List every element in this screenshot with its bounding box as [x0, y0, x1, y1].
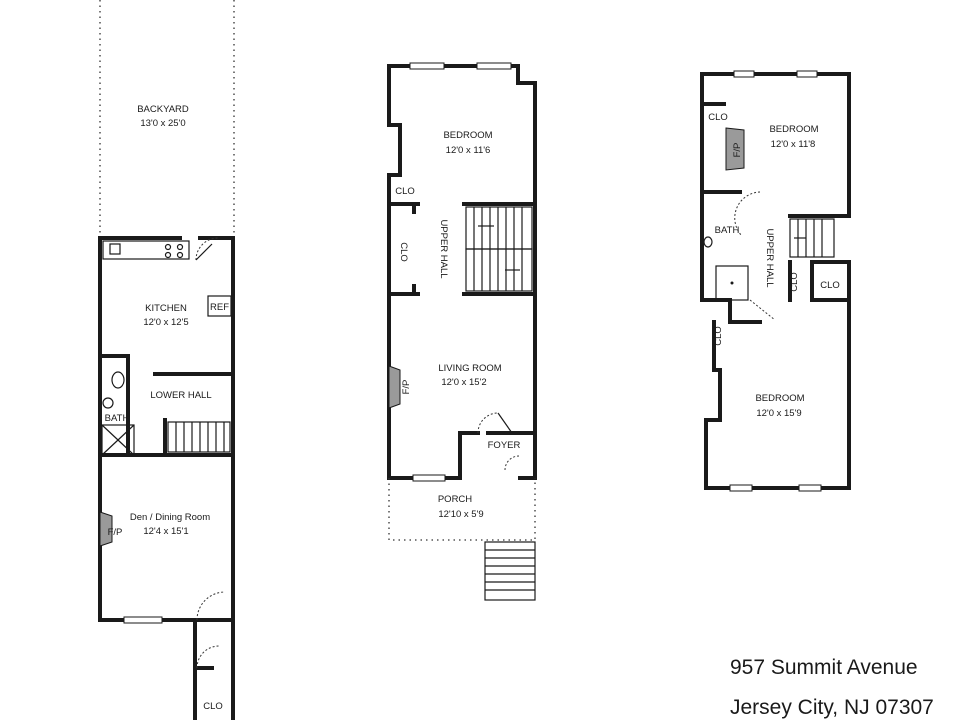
foyer-door-swing	[477, 412, 499, 434]
up-clo-mid-label: CLO	[789, 272, 800, 292]
toilet-icon	[111, 371, 125, 389]
up-clo-top-label: CLO	[708, 112, 728, 123]
window	[796, 70, 818, 78]
mid-wall-left	[387, 64, 412, 480]
mid-bedroom-label: BEDROOM	[443, 130, 492, 141]
window	[733, 70, 755, 78]
mid-wall-right	[516, 64, 537, 480]
living-room-dims: 12'0 x 15'2	[441, 377, 486, 388]
ref-label: REF	[210, 302, 229, 313]
foyer-door-leaf	[497, 412, 513, 434]
up-bath-label: BATH	[715, 225, 740, 236]
up-wall-left-lower	[704, 320, 732, 490]
drain-icon	[730, 281, 734, 285]
stove-burner-icon	[164, 251, 172, 259]
up-wall-right-lower	[810, 260, 851, 490]
fireplace-icon	[99, 511, 113, 547]
fireplace-icon	[725, 127, 745, 171]
stove-burner-icon	[176, 243, 184, 251]
entry-door-swing	[504, 455, 520, 471]
front-door-swing	[196, 591, 226, 621]
address-city: Jersey City, NJ 07307	[730, 696, 934, 719]
mid-bedroom-dims: 12'0 x 11'6	[446, 145, 491, 156]
toilet-icon	[703, 236, 713, 248]
clo-door-swing	[196, 645, 220, 669]
up-stairs	[789, 218, 835, 258]
back-door-leaf	[195, 243, 213, 261]
up-fp-label: F/P	[732, 143, 743, 158]
sink-icon	[109, 243, 121, 255]
up-upper-hall-label: UPPER HALL	[764, 228, 775, 287]
lower-clo-label: CLO	[203, 701, 223, 712]
up-bedroom-rear-label: BEDROOM	[755, 393, 804, 404]
porch-label: PORCH	[438, 494, 472, 505]
lower-hall-label: LOWER HALL	[150, 390, 211, 401]
window	[123, 616, 163, 624]
mid-stairs-lower	[465, 248, 533, 292]
mid-clo-top-label: CLO	[395, 186, 415, 197]
backyard-dims: 13'0 x 25'0	[140, 118, 185, 129]
lower-wall-left	[98, 236, 182, 622]
window	[409, 62, 445, 70]
kitchen-dims: 12'0 x 12'5	[143, 317, 188, 328]
porch-dims: 12'10 x 5'9	[438, 509, 483, 520]
up-bedroom-rear-dims: 12'0 x 15'9	[756, 408, 801, 419]
back-door-swing	[195, 237, 219, 261]
middle-floor: BEDROOM 12'0 x 11'6 CLO CLO UPPER HALL L…	[387, 62, 537, 601]
foyer-label: FOYER	[488, 440, 521, 451]
up-wall-left-upper	[700, 72, 726, 302]
den-dims: 12'4 x 15'1	[143, 526, 188, 537]
window	[798, 484, 822, 492]
kitchen-counter	[102, 240, 190, 260]
upper-floor: CLO BEDROOM 12'0 x 11'8 F/P BATH UPPER H…	[700, 70, 851, 492]
window	[729, 484, 753, 492]
bath-sink-icon	[102, 397, 114, 409]
up-bedroom-front-dims: 12'0 x 11'8	[771, 139, 816, 150]
address-street: 957 Summit Avenue	[730, 656, 918, 679]
foyer-wall	[458, 431, 480, 480]
bath-wall-lower	[700, 298, 732, 324]
living-room-label: LIVING ROOM	[438, 363, 501, 374]
up-clo-left-label: CLO	[713, 326, 724, 346]
mid-upper-hall-label: UPPER HALL	[438, 219, 449, 278]
stove-burner-icon	[176, 251, 184, 259]
refrigerator-icon	[207, 295, 232, 317]
bath-door-swing	[734, 191, 761, 237]
window	[412, 474, 446, 482]
lower-wall-right	[193, 236, 235, 622]
bath-label: BATH	[105, 413, 130, 424]
living-fp-label: F/P	[401, 380, 412, 395]
shower-cross	[101, 424, 135, 456]
up-clo-right-label: CLO	[820, 280, 840, 291]
lower-floor: REF BACKYARD 13'0 x 25'0 KITCHEN	[98, 0, 235, 720]
stove-burner-icon	[164, 243, 172, 251]
hall-angle	[749, 299, 776, 321]
den-label: Den / Dining Room	[130, 512, 210, 523]
fireplace-icon	[388, 365, 401, 409]
kitchen-label: KITCHEN	[145, 303, 187, 314]
shower-icon	[715, 265, 749, 301]
window	[476, 62, 512, 70]
lower-stairs	[167, 421, 231, 453]
backyard-label: BACKYARD	[137, 104, 189, 115]
up-bedroom-front-label: BEDROOM	[769, 124, 818, 135]
mid-clo-side-label: CLO	[398, 242, 409, 262]
den-fp-label: F/P	[108, 527, 123, 538]
porch-steps	[484, 541, 536, 601]
